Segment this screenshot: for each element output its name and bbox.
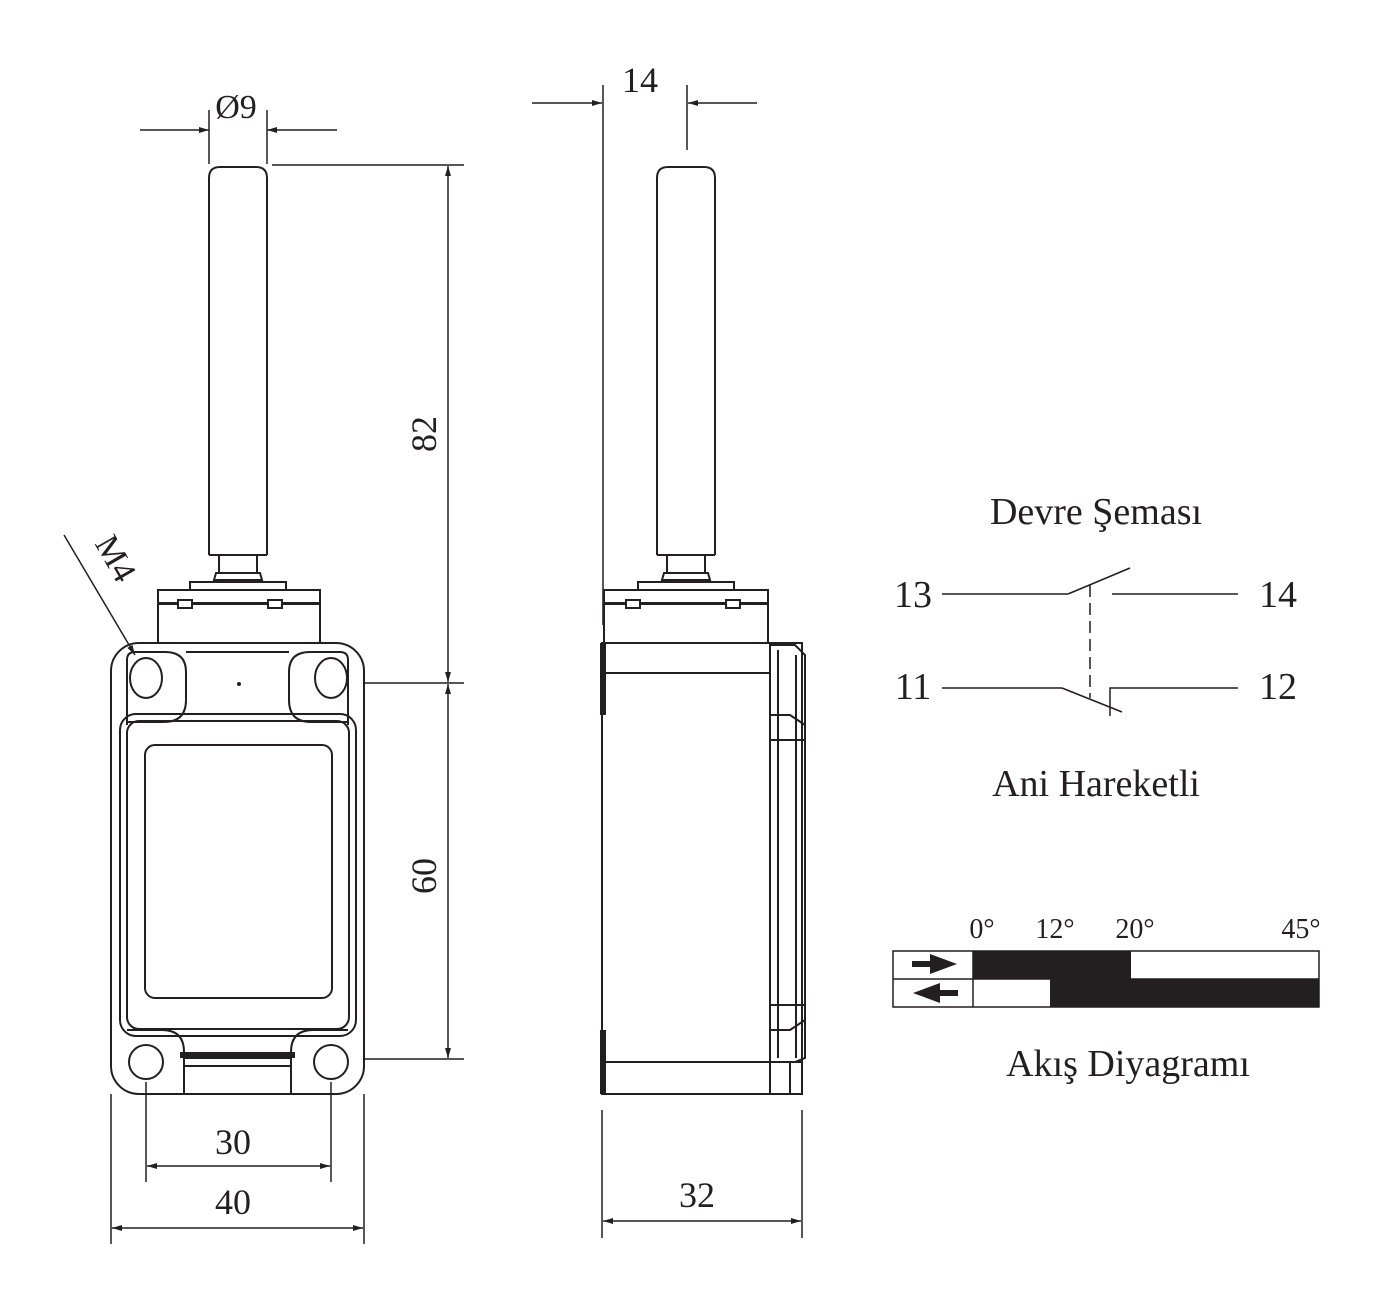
lever-rod-side: [603, 166, 769, 644]
angle-label-12: 12°: [1035, 914, 1074, 945]
switch-body-side: [600, 642, 806, 1095]
forward-closed-band: [973, 951, 1131, 979]
angle-label-20: 20°: [1115, 914, 1154, 945]
angle-label-45: 45°: [1281, 914, 1320, 945]
diameter-label: Ø9: [215, 89, 257, 126]
front-view: Ø9 82 60 30 40 M4: [63, 89, 464, 1244]
circuit-title: Devre Şeması: [990, 491, 1202, 533]
nc-contact-blade: [1061, 687, 1123, 713]
body-depth-label: 32: [679, 1175, 715, 1215]
backward-closed-band: [1050, 979, 1319, 1007]
hole-horizontal-label: 30: [215, 1122, 251, 1162]
front-dimensions: Ø9 82 60 30 40 M4: [63, 89, 464, 1244]
switch-body-front: [110, 642, 365, 1095]
lever-rod-front: [157, 166, 321, 644]
circuit-caption: Ani Hareketli: [992, 763, 1200, 805]
terminal-12: 12: [1259, 666, 1297, 708]
lever-length-label: 82: [404, 416, 444, 452]
nc-contact-line-right: [1109, 687, 1238, 716]
terminal-11: 11: [895, 666, 932, 708]
body-width-label: 40: [215, 1182, 251, 1222]
circuit-diagram: Devre Şeması 13 14 11 12 Ani Hareketli: [894, 491, 1297, 805]
flow-caption: Akış Diyagramı: [1006, 1043, 1250, 1085]
side-view: 14 32: [532, 60, 806, 1238]
hole-vertical-label: 60: [404, 858, 444, 894]
forward-arrow-icon: [912, 954, 957, 974]
thread-label: M4: [87, 529, 143, 588]
side-offset-label: 14: [622, 60, 658, 100]
side-dimensions: 14 32: [532, 60, 803, 1238]
angle-label-0: 0°: [969, 914, 994, 945]
backward-arrow-icon: [913, 983, 958, 1003]
no-contact-blade: [1067, 567, 1131, 595]
flow-diagram: 0° 12° 20° 45° Akış Diyagramı: [892, 914, 1321, 1085]
terminal-13: 13: [894, 574, 932, 616]
terminal-14: 14: [1259, 574, 1297, 616]
